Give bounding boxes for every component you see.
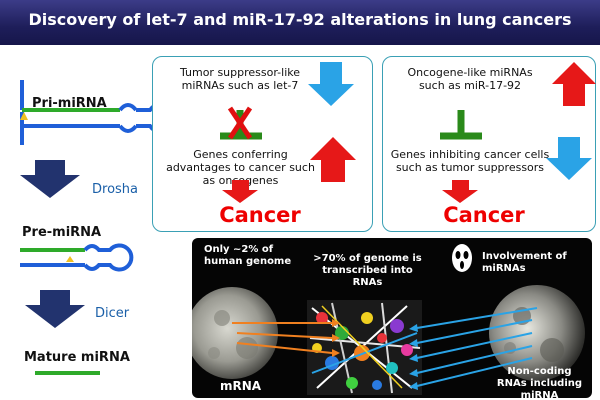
- rna-cluster: [307, 300, 422, 395]
- mature-mirna-label: Mature miRNA: [24, 350, 130, 365]
- title-bar: [0, 0, 600, 45]
- mrna-label: mRNA: [220, 379, 262, 393]
- ghost-mask-icon: [452, 244, 472, 272]
- red-up-arrow-icon: [310, 137, 356, 182]
- transcribed-note: >70% of genome is transcribed into RNAs: [313, 253, 422, 288]
- pre-mirna-label: Pre-miRNA: [22, 225, 102, 240]
- genome-panel: Only ~2% of human genome >70% of genome …: [192, 238, 592, 398]
- involvement-note: Involvement of miRNAs: [482, 251, 567, 274]
- down-arrow-1-icon: [20, 160, 80, 198]
- page-title: Discovery of let-7 and miR-17-92 alterat…: [28, 10, 572, 29]
- pre-mirna-structure: [20, 243, 134, 272]
- drosha-label: Drosha: [92, 182, 139, 197]
- mrna-moon: [192, 287, 278, 379]
- oncogene-text: Oncogene-like miRNAs such as miR-17-92: [407, 66, 533, 92]
- red-down-arrow-left-icon: [222, 180, 258, 203]
- red-down-arrow-right-icon: [442, 180, 478, 203]
- red-up-arrow-right-icon: [552, 62, 596, 106]
- x-mark-icon-2: [227, 106, 253, 140]
- cancer-label-left: Cancer: [219, 203, 301, 227]
- tumor-suppressors-text: Genes inhibiting cancer cells such as tu…: [390, 148, 550, 174]
- tumor-suppressor-text: Tumor suppressor-like miRNAs such as let…: [179, 66, 301, 92]
- cleavage-site-icon: [20, 112, 28, 120]
- blue-down-arrow-icon: [308, 62, 354, 106]
- noncoding-label: Non-coding RNAs including miRNA: [496, 366, 583, 398]
- cleavage-site-2-icon: [66, 256, 74, 262]
- pri-mirna-label: Pri-miRNA: [32, 96, 107, 111]
- genome-note: Only ~2% of human genome: [204, 244, 292, 267]
- noncoding-arrows: [409, 307, 538, 390]
- genome-panel-graphics: [192, 244, 585, 395]
- blue-down-arrow-right-icon: [546, 137, 592, 180]
- cancer-label-right: Cancer: [443, 203, 525, 227]
- mrna-arrows: [232, 319, 340, 357]
- dicer-label: Dicer: [95, 306, 130, 321]
- down-arrow-2-icon: [25, 290, 85, 328]
